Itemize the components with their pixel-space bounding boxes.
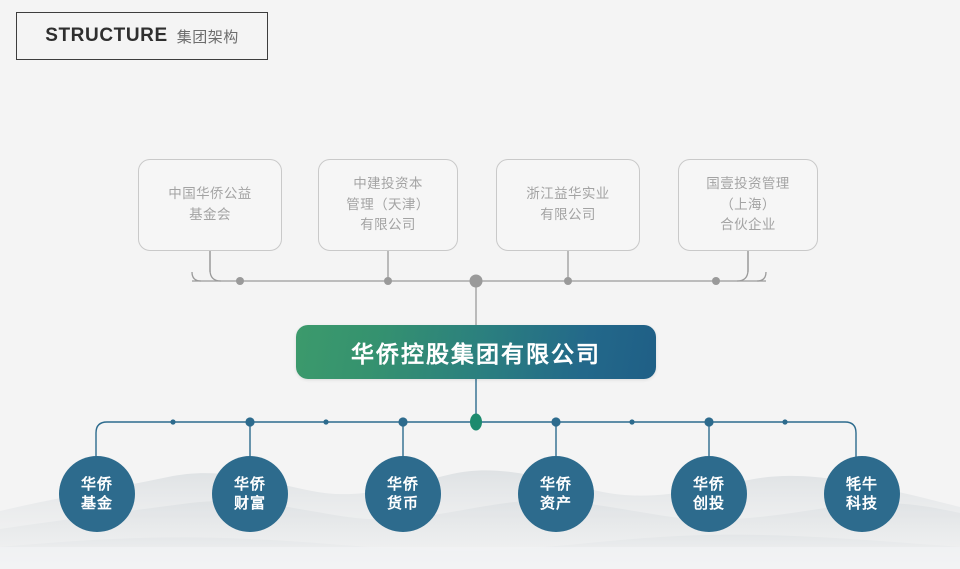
upper-bus-node	[384, 277, 392, 285]
parent-company-bar[interactable]: 华侨控股集团有限公司	[296, 325, 656, 379]
subsidiary-circle-6-line1: 牦牛	[845, 475, 878, 493]
upper-bus-node	[564, 277, 572, 285]
affiliate-box-4-label: 国壹投资管理 （上海） 合伙企业	[706, 175, 790, 233]
affiliate-box-4[interactable]: 国壹投资管理 （上海） 合伙企业	[678, 159, 818, 251]
lower-bus-node	[245, 417, 255, 427]
subsidiary-circle-5[interactable]: 华侨 创投	[671, 456, 747, 532]
mountain-watermark-background	[0, 470, 960, 569]
lower-bus-center-node	[470, 413, 482, 431]
subsidiary-circle-5-line2: 创投	[692, 495, 725, 512]
lower-bus-node	[551, 417, 561, 427]
subsidiary-circle-4[interactable]: 华侨 资产	[518, 456, 594, 532]
subsidiary-circle-2[interactable]: 华侨 财富	[212, 456, 288, 532]
parent-company-label: 华侨控股集团有限公司	[351, 341, 601, 367]
page-title-box: STRUCTURE 集团架构	[16, 12, 268, 60]
subsidiary-circle-3-line2: 货币	[386, 495, 419, 512]
subsidiary-circle-1-line2: 基金	[80, 495, 113, 512]
subsidiary-circle-6-line2: 科技	[845, 495, 878, 512]
subsidiary-circle-5-line1: 华侨	[692, 475, 725, 493]
subsidiary-circle-3-line1: 华侨	[386, 475, 419, 493]
page-title-english: STRUCTURE	[45, 25, 168, 46]
upper-bus-center-node	[469, 274, 483, 288]
affiliate-box-1-label: 中国华侨公益 基金会	[168, 186, 252, 222]
subsidiary-circle-4-line2: 资产	[539, 495, 572, 512]
page-title-chinese: 集团架构	[176, 28, 239, 46]
lower-bus-minor-node	[170, 419, 176, 425]
lower-bus-minor-node	[323, 419, 329, 425]
affiliate-box-1[interactable]: 中国华侨公益 基金会	[138, 159, 282, 251]
lower-bus-node	[398, 417, 408, 427]
affiliate-box-3[interactable]: 浙江益华实业 有限公司	[496, 159, 640, 251]
subsidiary-circle-1[interactable]: 华侨 基金	[59, 456, 135, 532]
subsidiary-circle-2-line2: 财富	[233, 495, 266, 512]
lower-bus-minor-node	[782, 419, 788, 425]
affiliate-box-2-label: 中建投资本 管理（天津） 有限公司	[346, 175, 430, 233]
upper-bus-node	[712, 277, 720, 285]
affiliate-box-2[interactable]: 中建投资本 管理（天津） 有限公司	[318, 159, 458, 251]
subsidiary-circle-1-line1: 华侨	[80, 475, 113, 493]
upper-bus-node	[236, 277, 244, 285]
subsidiary-circle-3[interactable]: 华侨 货币	[365, 456, 441, 532]
subsidiary-circle-4-line1: 华侨	[539, 475, 572, 493]
subsidiary-circle-2-line1: 华侨	[233, 475, 266, 493]
lower-bus-minor-node	[629, 419, 635, 425]
lower-bus-node	[704, 417, 714, 427]
subsidiary-circle-6[interactable]: 牦牛 科技	[824, 456, 900, 532]
affiliate-box-3-label: 浙江益华实业 有限公司	[526, 186, 610, 222]
